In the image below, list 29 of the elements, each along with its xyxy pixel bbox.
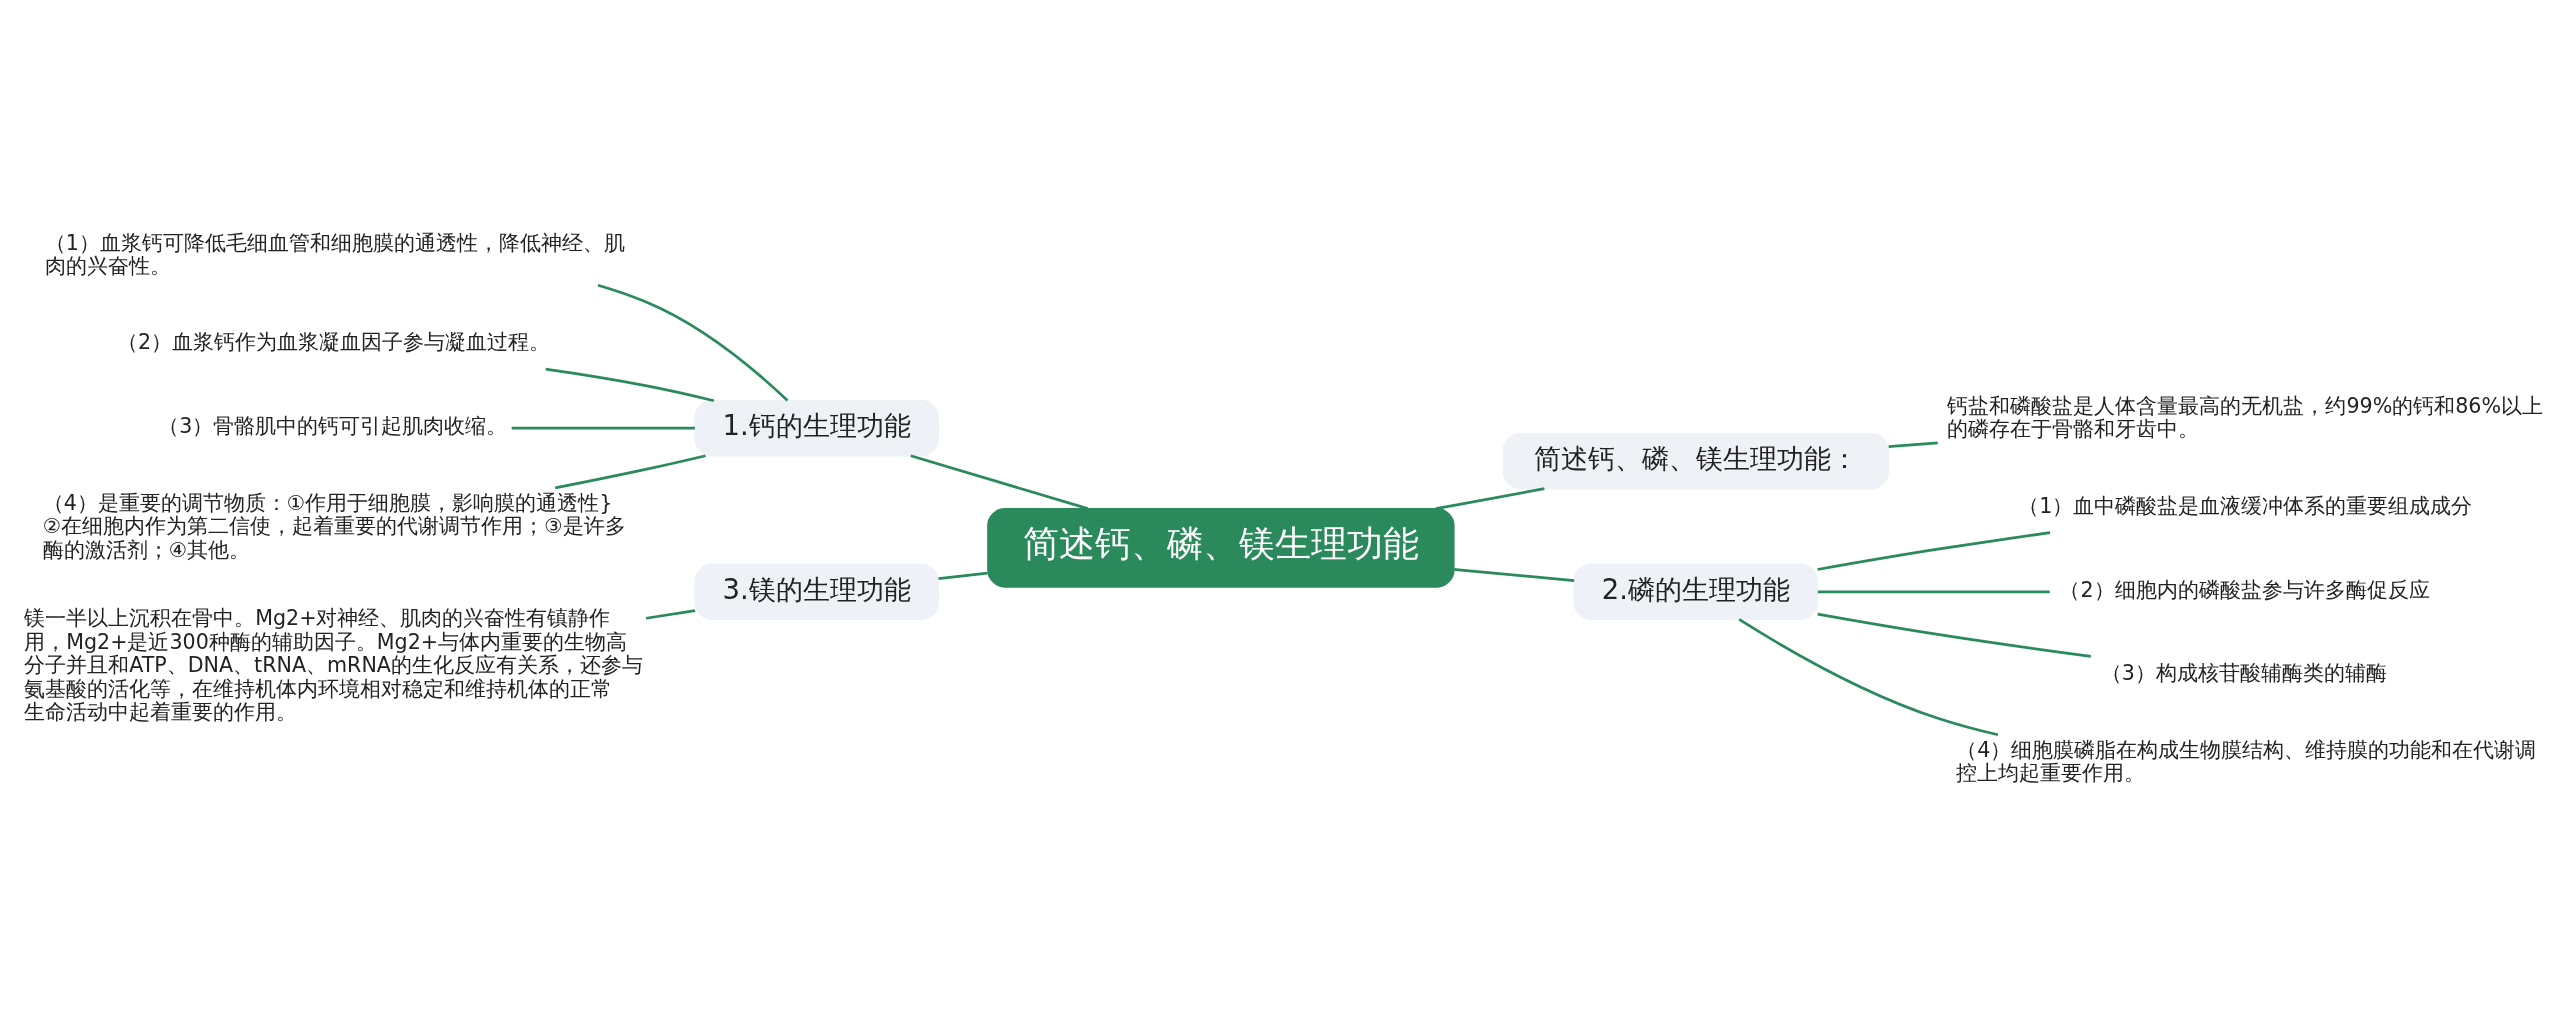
connector: [1738, 617, 1999, 736]
connector: [511, 426, 695, 430]
connector: [554, 453, 706, 489]
node-text: （2）血浆钙作为血浆凝血因子参与凝血过程。: [117, 329, 551, 354]
node-text: （3）构成核苷酸辅酶类的辅酶: [2100, 660, 2387, 685]
connector: [597, 283, 789, 401]
node-text: 钙盐和磷酸盐是人体含量最高的无机盐，约99%的钙和86%以上的磷存在于骨骼和牙齿中。: [1947, 393, 2544, 441]
node-box: 简述钙、磷、镁生理功能: [987, 507, 1455, 588]
node-box: 2.磷的生理功能: [1573, 563, 1819, 620]
connector: [910, 454, 1089, 510]
node-text: 镁一半以上沉积在骨中。Mg2+对神经、肌肉的兴奋性有镇静作用，Mg2+是近300种酶的辅助因子。Mg2+与体内重要的生物高分子并且和ATP、DNA、tRNA、mRNA的生化反应有关系，还参与氨基酸的活化等，在维持机体内环境相对稳定和维持机体的正常生命活动中起着重要的作用。: [24, 605, 643, 724]
connector: [1817, 589, 2050, 593]
node-box: 1.钙的生理功能: [694, 399, 940, 456]
node-box: 3.镁的生理功能: [694, 563, 940, 620]
node-text: （4）是重要的调节物质：①作用于细胞膜，影响膜的通透性}②在细胞内作为第二信使，起着重要的代谢调节作用；③是许多酶的激活剂；④其他。: [42, 490, 626, 562]
node-text: （1）血中磷酸盐是血液缓冲体系的重要组成成分: [2018, 493, 2473, 518]
connector: [645, 608, 696, 620]
node-box: 简述钙、磷、镁生理功能：: [1502, 432, 1889, 489]
connector: [1817, 612, 2092, 658]
node-text: （1）血浆钙可降低毛细血管和细胞膜的通透性，降低神经、肌肉的兴奋性。: [44, 229, 625, 278]
connector: [1888, 441, 1938, 448]
node-text: （4）细胞膜磷脂在构成生物膜结构、维持膜的功能和在代谢调控上均起重要作用。: [1956, 737, 2537, 785]
connector: [545, 367, 715, 402]
node-text: （2）细胞内的磷酸盐参与许多酶促反应: [2059, 577, 2430, 602]
connector: [1454, 567, 1575, 582]
connector: [1435, 486, 1545, 510]
node-text: （3）骨骼肌中的钙可引起肌肉收缩。: [158, 413, 508, 438]
connector: [938, 571, 988, 580]
connector: [1817, 530, 2051, 571]
